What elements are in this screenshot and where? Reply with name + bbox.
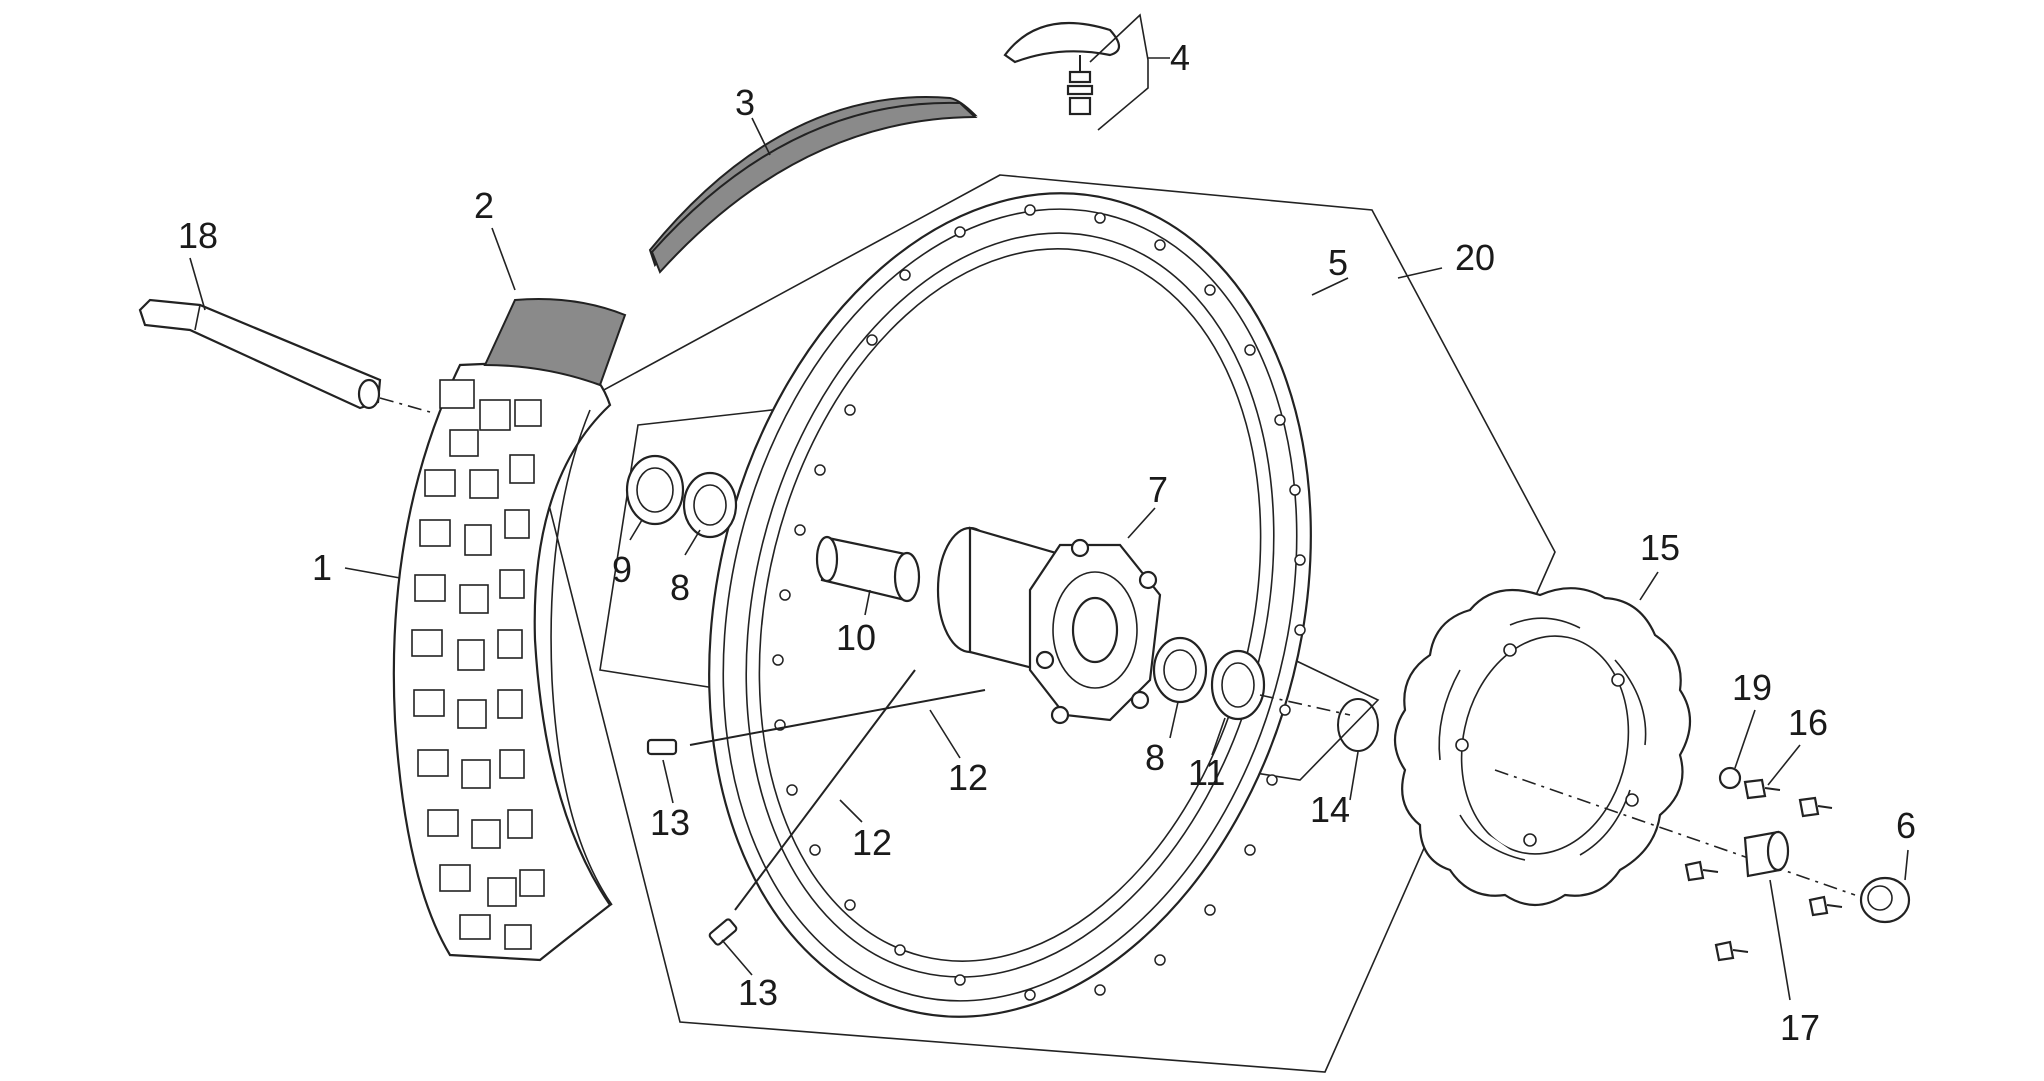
callout-12-upper: 12	[948, 757, 988, 798]
callout-19: 19	[1732, 667, 1772, 708]
leader-lines	[189, 13, 1909, 1001]
callout-1: 1	[312, 547, 332, 588]
callout-7: 7	[1148, 469, 1168, 510]
disc-axis-line	[1494, 769, 1856, 896]
callout-13-lower: 13	[738, 972, 778, 1013]
callout-3: 3	[735, 82, 755, 123]
tyre-lock-icon	[1003, 21, 1121, 116]
bearing-icon	[682, 471, 1208, 704]
callout-2: 2	[474, 185, 494, 226]
callout-8-right: 8	[1145, 737, 1165, 778]
callout-8-left: 8	[670, 567, 690, 608]
nut-icon	[1859, 876, 1911, 924]
axle-icon	[138, 298, 431, 413]
hub-icon	[936, 526, 1162, 725]
callout-13-upper: 13	[650, 802, 690, 843]
callout-12-lower: 12	[852, 822, 892, 863]
side-spacer-icon	[1743, 830, 1790, 878]
brake-disc-icon	[1394, 587, 1691, 906]
tyre-icon	[392, 358, 613, 962]
callout-18: 18	[178, 215, 218, 256]
inner-tube-icon	[483, 298, 627, 387]
callout-6: 6	[1896, 805, 1916, 846]
callout-15: 15	[1640, 527, 1680, 568]
callout-17: 17	[1780, 1007, 1820, 1048]
callout-11: 11	[1188, 752, 1225, 793]
callout-16: 16	[1788, 702, 1828, 743]
screw-icon	[1684, 778, 1843, 962]
spacer-icon	[815, 535, 921, 603]
nipple-icon	[646, 738, 738, 946]
callout-20: 20	[1455, 237, 1495, 278]
callout-4: 4	[1170, 37, 1190, 78]
circlip-icon	[1337, 698, 1379, 752]
rim-band-icon	[648, 96, 978, 274]
oil-seal-icon	[1210, 649, 1266, 721]
callout-5: 5	[1328, 242, 1348, 283]
callout-14: 14	[1310, 789, 1350, 830]
spoke-icon	[689, 669, 986, 911]
callout-10: 10	[836, 617, 876, 658]
hub-assembly-outline	[599, 409, 1380, 781]
seal-icon	[625, 454, 685, 526]
washer-icon	[1718, 766, 1742, 790]
callout-labels: 1 2 3 4 5 6 7 8 8 9 10 11 12 12 13 13 14…	[178, 37, 1916, 1048]
callout-9: 9	[612, 549, 632, 590]
